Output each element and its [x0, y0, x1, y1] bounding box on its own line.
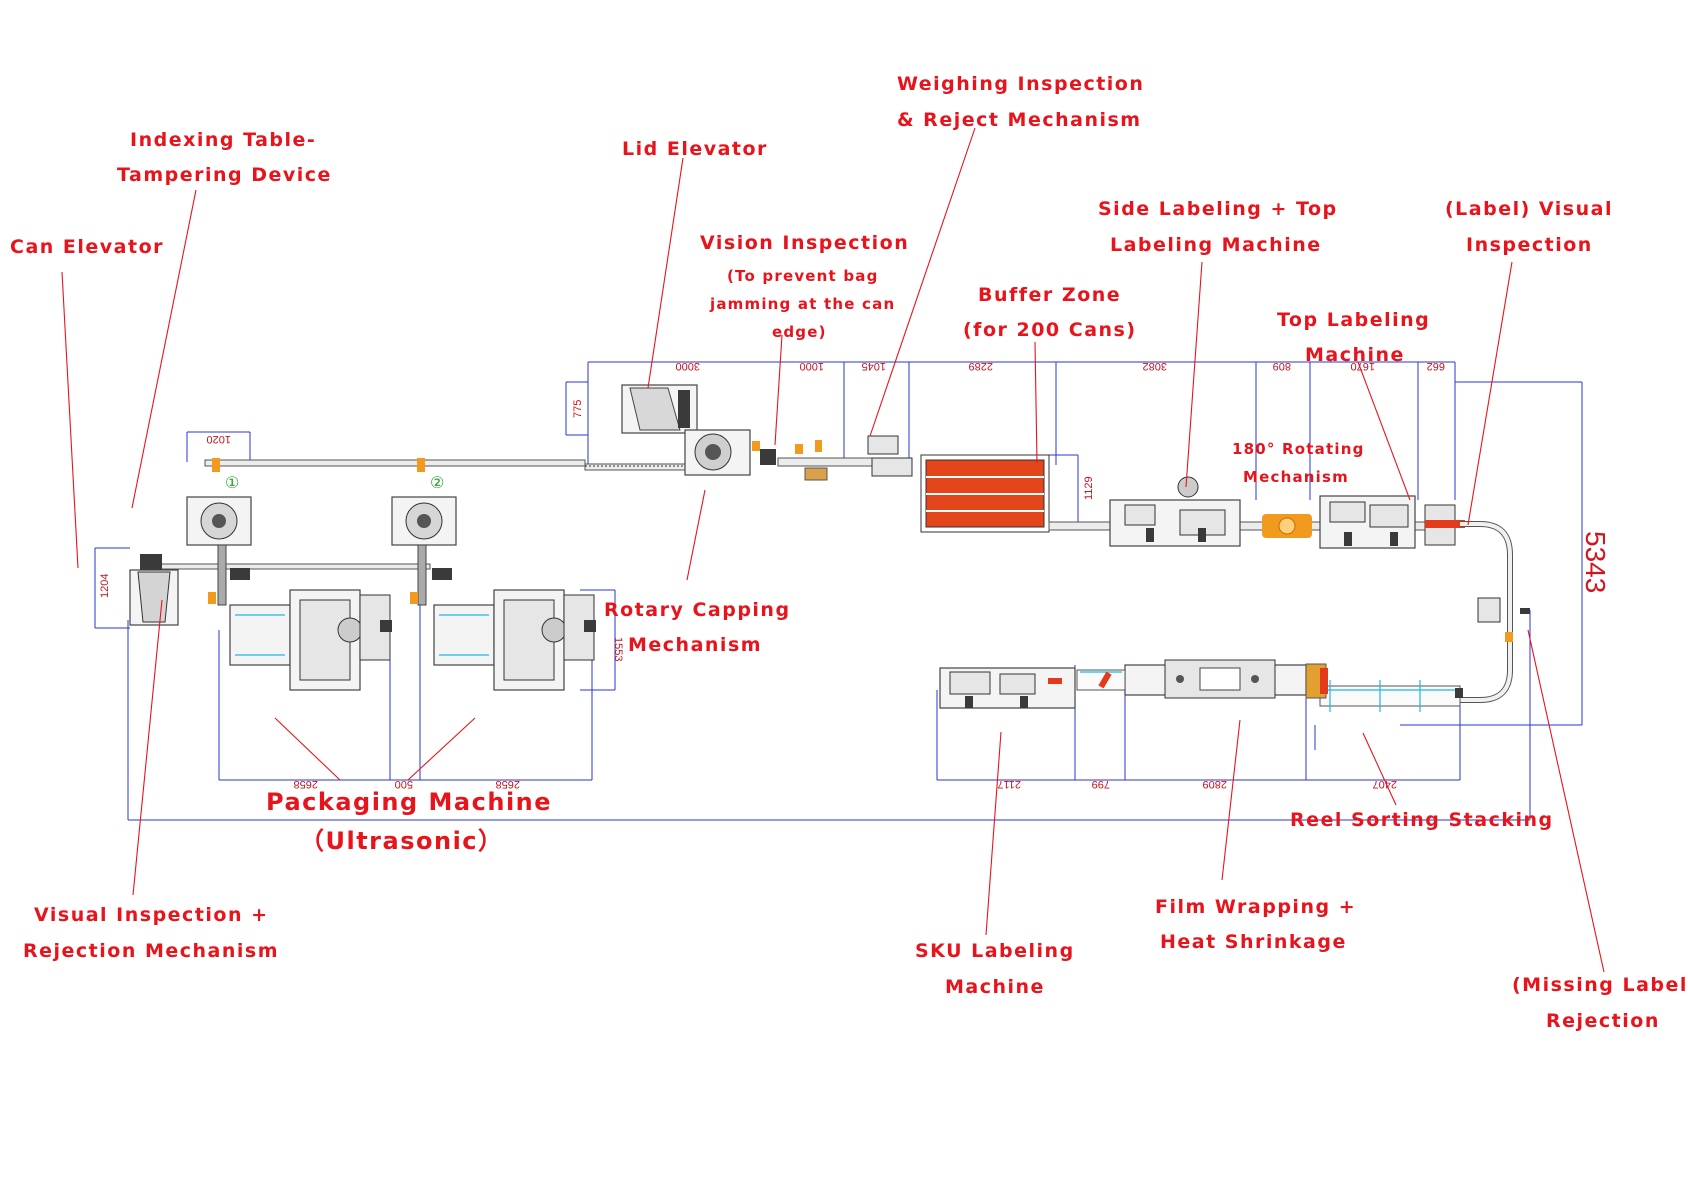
dim-3000: 3000: [676, 360, 700, 372]
label-film-wrapping-line1: Film Wrapping +: [1155, 896, 1356, 918]
label-lid-elevator: Lid Elevator: [622, 138, 768, 160]
dim-809: 809: [1273, 360, 1291, 372]
dim-5343: 5343: [1580, 531, 1611, 593]
indexing-station-1: ①: [186, 458, 252, 606]
labels: Can Elevator Indexing Table- Tampering D…: [10, 73, 1688, 1032]
label-indexing-line2: Tampering Device: [117, 164, 332, 186]
leader-lines: [61, 127, 1605, 973]
label-label-visual-line1: (Label) Visual: [1445, 198, 1613, 220]
dim-799: 799: [1092, 778, 1110, 790]
label-packaging-line1: Packaging Machine: [266, 788, 552, 816]
dim-2289: 2289: [969, 360, 993, 372]
label-sku-line1: SKU Labeling: [915, 940, 1075, 962]
dim-662: 662: [1427, 360, 1445, 372]
dim-2809: 2809: [1203, 778, 1227, 790]
label-reel-sorting: Reel Sorting Stacking: [1290, 809, 1554, 831]
dim-2658-right: 2658: [496, 778, 520, 790]
rotating-mechanism: [1262, 514, 1312, 538]
indexing-station-2: ②: [391, 458, 457, 606]
dim-2117: 2117: [997, 778, 1021, 790]
transfer-conveyor: [1076, 669, 1126, 691]
label-weighing-line1: Weighing Inspection: [897, 73, 1144, 95]
label-top-labeling-line1: Top Labeling: [1277, 309, 1430, 331]
can-elevator: [129, 554, 179, 626]
dim-1129: 1129: [1083, 476, 1095, 500]
dim-775: 775: [572, 400, 584, 418]
label-visual-rejection-line1: Visual Inspection +: [34, 904, 269, 926]
label-weighing-line2: & Reject Mechanism: [897, 109, 1142, 131]
dim-1020: 1020: [207, 433, 231, 445]
packaging-machine-2: [433, 589, 596, 691]
label-missing-label-line1: (Missing Label): [1512, 974, 1688, 996]
rotary-capper: [684, 429, 776, 476]
lid-elevator: [621, 384, 698, 434]
label-side-labeling-line2: Labeling Machine: [1110, 234, 1322, 256]
label-missing-label-line2: Rejection: [1546, 1010, 1660, 1032]
label-visual-inspection: [1424, 504, 1465, 546]
dim-2658-left: 2658: [294, 778, 318, 790]
dim-1204: 1204: [99, 574, 111, 598]
dim-1670: 1670: [1351, 360, 1375, 372]
label-sku-line2: Machine: [945, 976, 1045, 998]
dim-1553: 1553: [612, 637, 624, 661]
label-vision-line2: (To prevent bag: [727, 267, 879, 285]
buffer-zone: [920, 454, 1050, 533]
label-vision-line3: jamming at the can: [709, 295, 895, 313]
dim-1045: 1045: [862, 360, 886, 372]
dimension-lines: [94, 361, 1583, 821]
top-labeler: [1319, 495, 1416, 549]
equipment: ① ②: [129, 384, 1530, 712]
dim-500: 500: [395, 778, 413, 790]
label-label-visual-line2: Inspection: [1466, 234, 1593, 256]
dim-2407: 2407: [1373, 778, 1397, 790]
label-top-labeling-line2: Machine: [1305, 344, 1405, 366]
label-film-wrapping-line2: Heat Shrinkage: [1160, 931, 1347, 953]
label-rotating-line1: 180° Rotating: [1232, 440, 1365, 458]
label-rotating-line2: Mechanism: [1243, 468, 1349, 486]
station-mark-1: ①: [225, 475, 239, 492]
label-vision-line1: Vision Inspection: [700, 232, 909, 254]
label-rotary-capping-line2: Mechanism: [628, 634, 762, 656]
film-wrapper: [1124, 659, 1328, 699]
sku-labeler: [939, 667, 1076, 709]
label-can-elevator: Can Elevator: [10, 236, 164, 258]
dim-3082: 3082: [1143, 360, 1167, 372]
station-mark-2: ②: [430, 475, 444, 492]
vision-weigh-section: [777, 435, 913, 481]
label-side-labeling-line1: Side Labeling + Top: [1098, 198, 1338, 220]
dimension-texts: 3000 1000 1045 2289 3082 809 1670 662 77…: [99, 360, 1611, 790]
label-buffer-line1: Buffer Zone: [978, 284, 1121, 306]
label-buffer-line2: (for 200 Cans): [963, 319, 1137, 341]
label-rotary-capping-line1: Rotary Capping: [604, 599, 791, 621]
dim-1000: 1000: [800, 360, 824, 372]
side-top-labeler: [1109, 476, 1241, 547]
label-indexing-line1: Indexing Table-: [130, 129, 316, 151]
label-vision-line4: edge): [772, 323, 827, 341]
label-visual-rejection-line2: Rejection Mechanism: [23, 940, 279, 962]
label-packaging-line2: （Ultrasonic）: [300, 827, 504, 855]
packaging-machine-1: [229, 589, 392, 691]
